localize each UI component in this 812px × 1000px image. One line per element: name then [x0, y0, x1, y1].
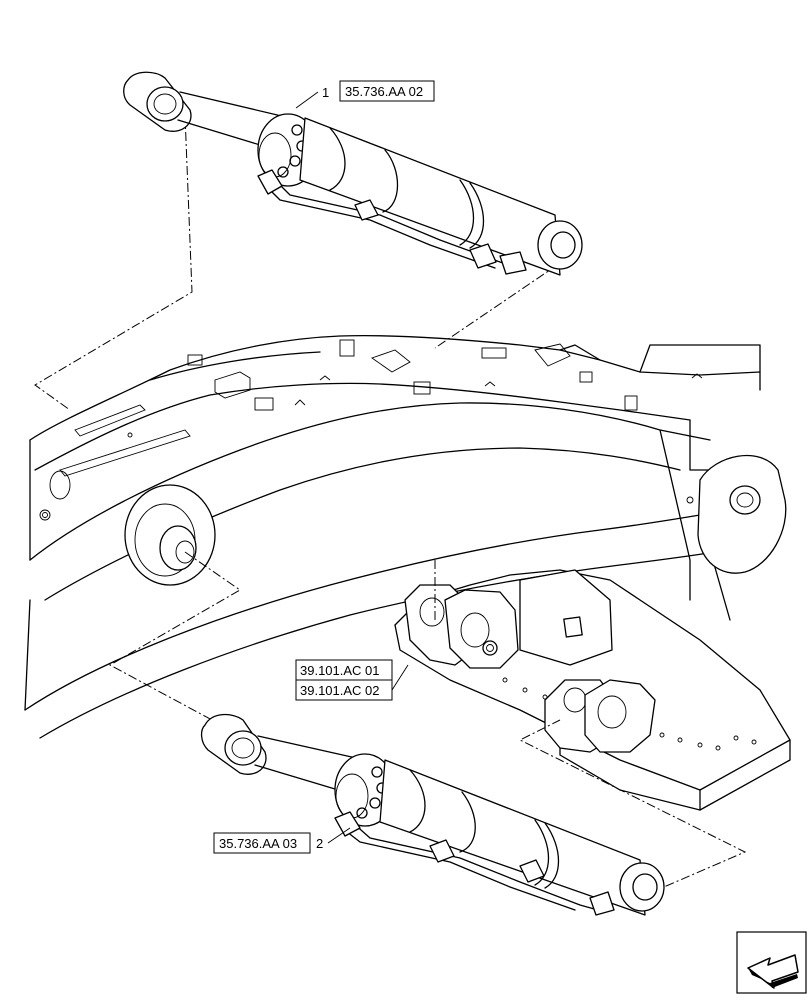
item-1-ref[interactable]: 35.736.AA 02: [345, 84, 423, 99]
item-1-number: 1: [322, 85, 329, 100]
item-2-ref-box: [213, 832, 311, 854]
hydraulic-cylinder-1[interactable]: [123, 71, 583, 276]
hydraulic-cylinder-2[interactable]: [200, 713, 665, 916]
boom-ref-2[interactable]: 39.101.AC 02: [300, 683, 380, 698]
item-2-number: 2: [316, 836, 323, 851]
item-2-ref[interactable]: 35.736.AA 03: [219, 836, 297, 851]
boom-assembly: [24, 334, 791, 811]
callout-item-2[interactable]: 35.736.AA 03 2: [213, 827, 351, 854]
leader-lines: [34, 114, 747, 894]
item-1-ref-box: [339, 80, 435, 102]
next-page-arrow-icon[interactable]: [736, 931, 807, 994]
callout-item-1[interactable]: 1 35.736.AA 02: [295, 80, 435, 109]
boom-ref-1[interactable]: 39.101.AC 01: [300, 663, 380, 678]
callout-boom-refs[interactable]: 39.101.AC 01 39.101.AC 02: [295, 659, 409, 701]
